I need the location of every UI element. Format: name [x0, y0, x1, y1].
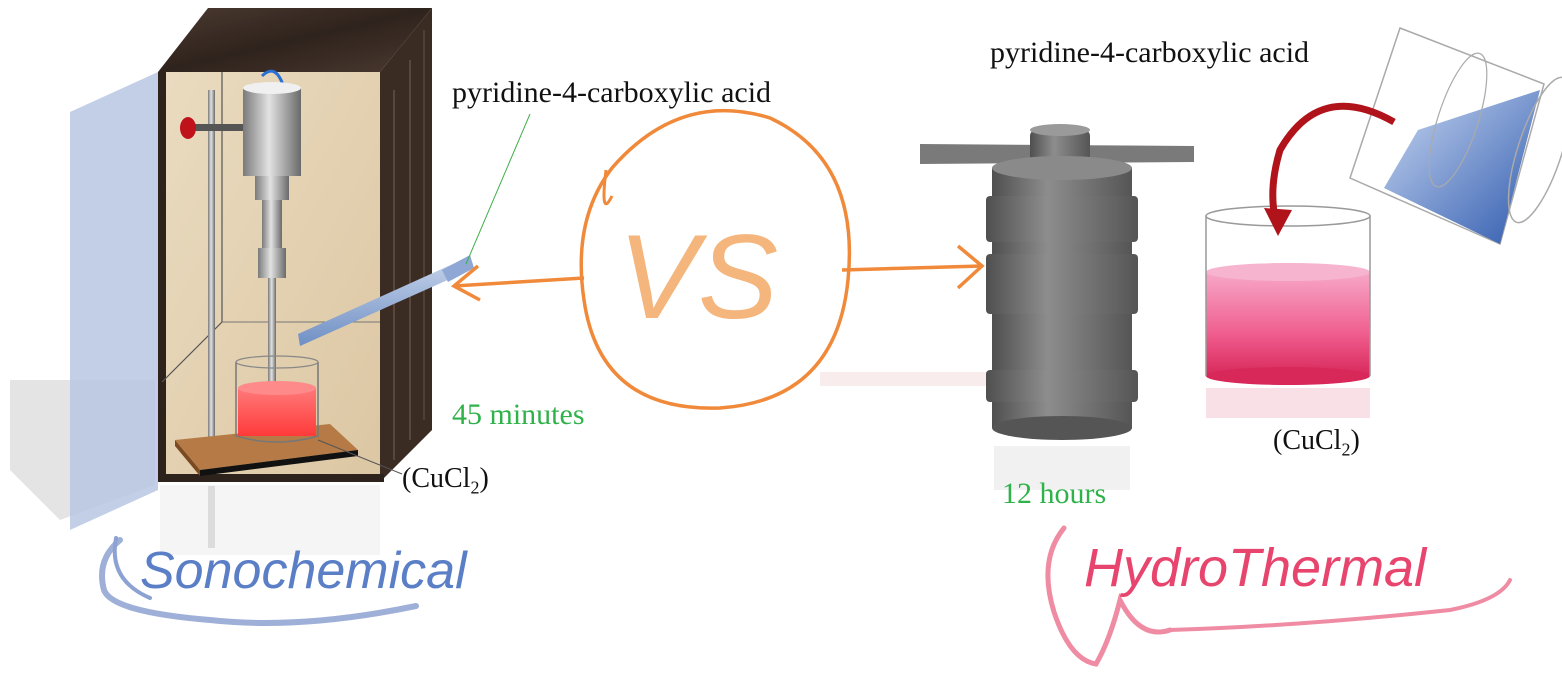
- right-beaker-solution: [1206, 272, 1370, 376]
- arrow-to-sonochemical: [453, 276, 585, 288]
- sonochemical-reagent-label: pyridine-4-carboxylic acid: [452, 76, 772, 109]
- versus-label: VS: [618, 210, 778, 344]
- sonicator-neck: [262, 200, 282, 248]
- beaker-reflection: [1206, 388, 1370, 418]
- left-beaker-solution: [238, 388, 316, 436]
- versus-group: VS: [450, 108, 985, 410]
- hydrothermal-title: HydroThermal: [1084, 538, 1428, 598]
- sonochemical-title: Sonochemical: [140, 542, 468, 600]
- stand-rod: [208, 90, 215, 455]
- sonicator-coupler: [258, 248, 286, 278]
- hydrothermal-beaker: [1205, 205, 1371, 418]
- hydrothermal-handwriting: HydroThermal: [1045, 525, 1512, 667]
- hydrothermal-salt-label: (CuCl2): [1273, 425, 1360, 461]
- hydrothermal-duration: 12 hours: [1002, 477, 1107, 510]
- cabinet-frame-bottom: [158, 474, 384, 482]
- stand-base-edge: [175, 440, 200, 476]
- reagent-leader-line: [465, 113, 531, 265]
- sonicator-probe: [268, 278, 276, 396]
- cabinet-frame-left: [158, 72, 166, 482]
- sonochemical-salt-label: (CuCl2): [402, 463, 489, 499]
- glass-door: [70, 72, 158, 530]
- clamp-knob: [180, 117, 196, 139]
- pour-arrow-head: [1264, 208, 1292, 236]
- sonicator-body: [255, 176, 289, 200]
- salt-subscript: 2: [1341, 439, 1351, 460]
- salt-leader-line: [317, 439, 403, 475]
- reflection-rod: [208, 486, 215, 548]
- cabinet-top: [158, 8, 432, 72]
- versus-circle: [579, 108, 852, 410]
- pour-arrow: [1269, 102, 1396, 223]
- hydrothermal-reagent-label: pyridine-4-carboxylic acid: [990, 36, 1310, 69]
- salt-prefix: (CuCl: [402, 463, 471, 494]
- arrow-head-left: [450, 264, 481, 302]
- clamp-arm: [190, 124, 248, 131]
- floor-reflection: [160, 485, 380, 555]
- stand-base-edge: [200, 450, 358, 476]
- arrow-head-right: [956, 244, 985, 290]
- pouring-flask-icon: [1349, 27, 1562, 246]
- salt-subscript: 2: [470, 477, 480, 498]
- sonochemical-duration: 45 minutes: [452, 398, 585, 431]
- arrow-to-hydrothermal: [841, 264, 983, 272]
- salt-suffix: ): [1350, 425, 1360, 456]
- left-beaker-glass: [235, 362, 319, 443]
- salt-prefix: (CuCl: [1273, 425, 1342, 456]
- salt-suffix: ): [479, 463, 489, 494]
- pipette-icon: [298, 255, 474, 346]
- sonochemical-handwriting: Sonochemical: [99, 536, 468, 626]
- converter-cap: [243, 82, 301, 94]
- sonicator-converter: [243, 88, 301, 176]
- sonochemical-setup: [10, 8, 531, 555]
- autoclave-icon: [820, 124, 1194, 490]
